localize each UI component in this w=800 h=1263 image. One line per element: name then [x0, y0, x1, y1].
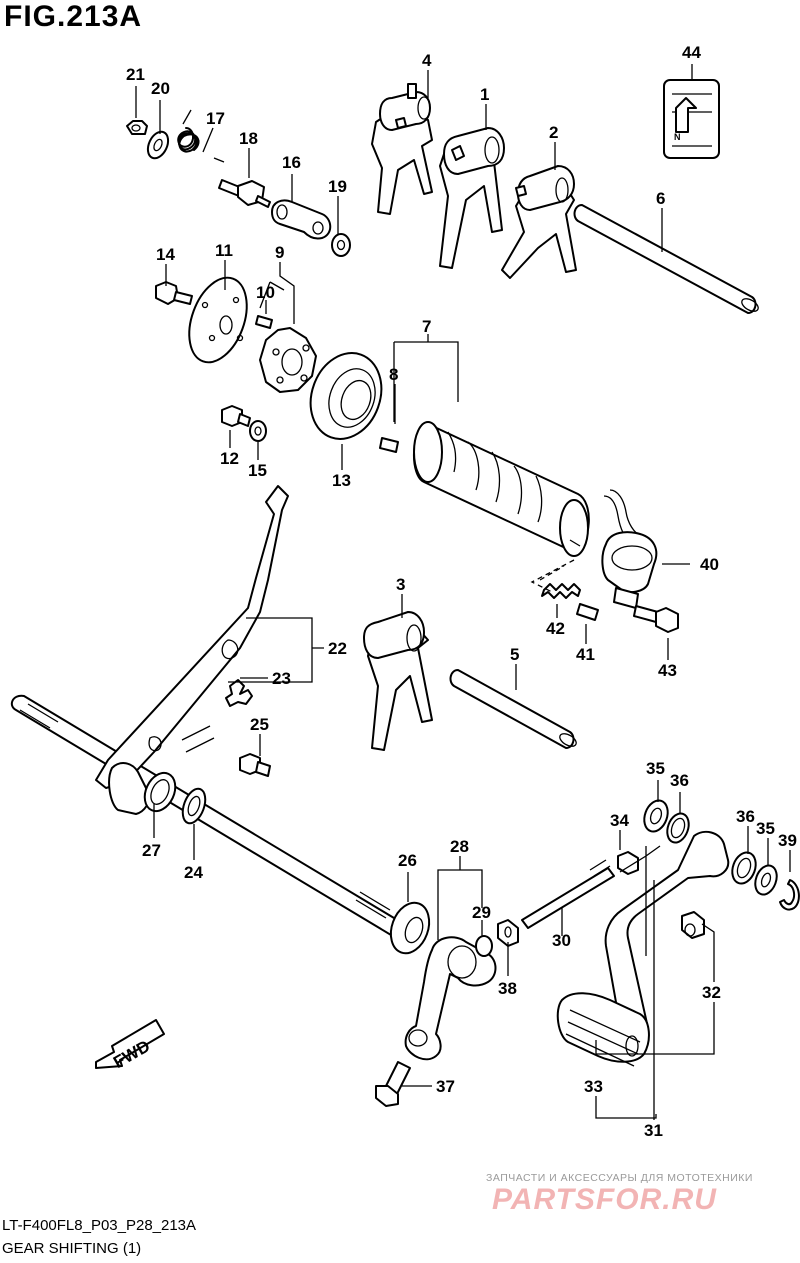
oring-36-lower: [731, 851, 757, 885]
callout-35-lower: 35: [756, 819, 775, 838]
callout-21: 21: [126, 65, 145, 84]
callout-10: 10: [256, 283, 275, 302]
circlip-39: [779, 879, 800, 911]
shift-fork-2: [501, 165, 577, 279]
pin-41: [576, 603, 599, 621]
callout-1: 1: [480, 85, 489, 104]
bolt-18: [218, 179, 271, 208]
callout-36-upper: 36: [670, 771, 689, 790]
callout-17: 17: [206, 109, 225, 128]
callout-18: 18: [239, 129, 258, 148]
figure-code: LT-F400FL8_P03_P28_213A: [2, 1217, 197, 1234]
callout-16: 16: [282, 153, 301, 172]
watermark-tagline: ЗАПЧАСТИ И АКСЕССУАРЫ ДЛЯ МОТОТЕХНИКИ: [486, 1172, 753, 1184]
spring-17: [177, 109, 225, 163]
callout-13: 13: [332, 471, 351, 490]
callout-42: 42: [546, 619, 565, 638]
label-plate-text: N: [674, 132, 681, 142]
callout-2: 2: [549, 123, 558, 142]
callout-12: 12: [220, 449, 239, 468]
callout-35-upper: 35: [646, 759, 665, 778]
bolt-37: [375, 1061, 411, 1107]
callout-8: 8: [389, 365, 398, 384]
gearshift-pedal-31: [604, 830, 730, 1055]
arm-16: [271, 199, 332, 240]
stopper-plate-11: [188, 276, 248, 364]
callout-11: 11: [215, 241, 233, 260]
callout-36-lower: 36: [736, 807, 755, 826]
nut-21: [126, 120, 148, 135]
gearshift-shaft-22: [10, 485, 405, 939]
callout-25: 25: [250, 715, 269, 734]
callout-9: 9: [275, 243, 284, 262]
callout-38: 38: [498, 979, 517, 998]
callout-14: 14: [156, 245, 175, 264]
callout-4: 4: [422, 51, 432, 70]
shaft-5: [449, 669, 577, 749]
callout-15: 15: [248, 461, 267, 480]
washer-35-lower: [754, 864, 778, 896]
shift-fork-3: [363, 611, 433, 751]
callout-20: 20: [151, 79, 170, 98]
figure-caption: GEAR SHIFTING (1): [2, 1240, 142, 1257]
callout-numbers: 21 20 17 18 16 19 4 1 2 6 44 14 11 9 10 …: [126, 43, 797, 1140]
callout-22: 22: [328, 639, 347, 658]
callout-32: 32: [702, 983, 721, 1002]
callout-5: 5: [510, 645, 519, 664]
cap-29: [475, 935, 493, 957]
callout-43: 43: [658, 661, 677, 680]
bolt-43: [633, 605, 679, 633]
callout-26: 26: [398, 851, 417, 870]
callout-37: 37: [436, 1077, 455, 1096]
spring-27: [143, 771, 177, 813]
bolt-14: [155, 281, 193, 305]
callout-28: 28: [450, 837, 469, 856]
pin-10: [255, 315, 273, 329]
callout-34: 34: [610, 811, 629, 830]
callout-41: 41: [576, 645, 595, 664]
shift-fork-1: [439, 127, 505, 269]
spring-42: [541, 583, 581, 599]
oil-seal-26: [389, 901, 431, 955]
callout-29: 29: [472, 903, 491, 922]
callout-40: 40: [700, 555, 719, 574]
bearing-13: [309, 352, 383, 440]
shift-cam-drum-7: [412, 421, 590, 557]
washer-35-upper: [643, 799, 669, 833]
oring-36-upper: [666, 812, 690, 844]
callout-23: 23: [272, 669, 291, 688]
callout-27: 27: [142, 841, 161, 860]
cam-9: [259, 327, 317, 393]
oil-seal-24: [181, 787, 207, 825]
callout-24: 24: [184, 863, 203, 882]
label-plate-44: N: [663, 79, 720, 159]
bolt-25: [239, 753, 271, 777]
callout-39: 39: [778, 831, 797, 850]
nut-38: [497, 919, 519, 947]
pin-8: [379, 437, 399, 453]
bolt-12: [221, 405, 251, 427]
nut-34: [617, 851, 639, 875]
spring-23: [225, 679, 253, 707]
callout-30: 30: [552, 931, 571, 950]
figure-title: FIG.213A: [4, 0, 143, 33]
callout-44: 44: [682, 43, 701, 62]
washer-19: [331, 233, 351, 257]
switch-40: [601, 489, 658, 609]
callout-6: 6: [656, 189, 665, 208]
fwd-direction-marker: FWD: [95, 1019, 165, 1072]
leader-lines: [135, 64, 791, 1120]
washer-20: [146, 130, 170, 160]
callout-7: 7: [422, 317, 431, 336]
callout-33: 33: [584, 1077, 603, 1096]
shift-fork-4: [371, 83, 433, 215]
shaft-6: [573, 204, 759, 314]
watermark-brand: PARTSFOR.RU: [492, 1183, 717, 1216]
callout-19: 19: [328, 177, 347, 196]
rod-30: [521, 859, 615, 929]
washer-15: [249, 420, 267, 442]
callout-31: 31: [644, 1121, 663, 1140]
callout-3: 3: [396, 575, 405, 594]
